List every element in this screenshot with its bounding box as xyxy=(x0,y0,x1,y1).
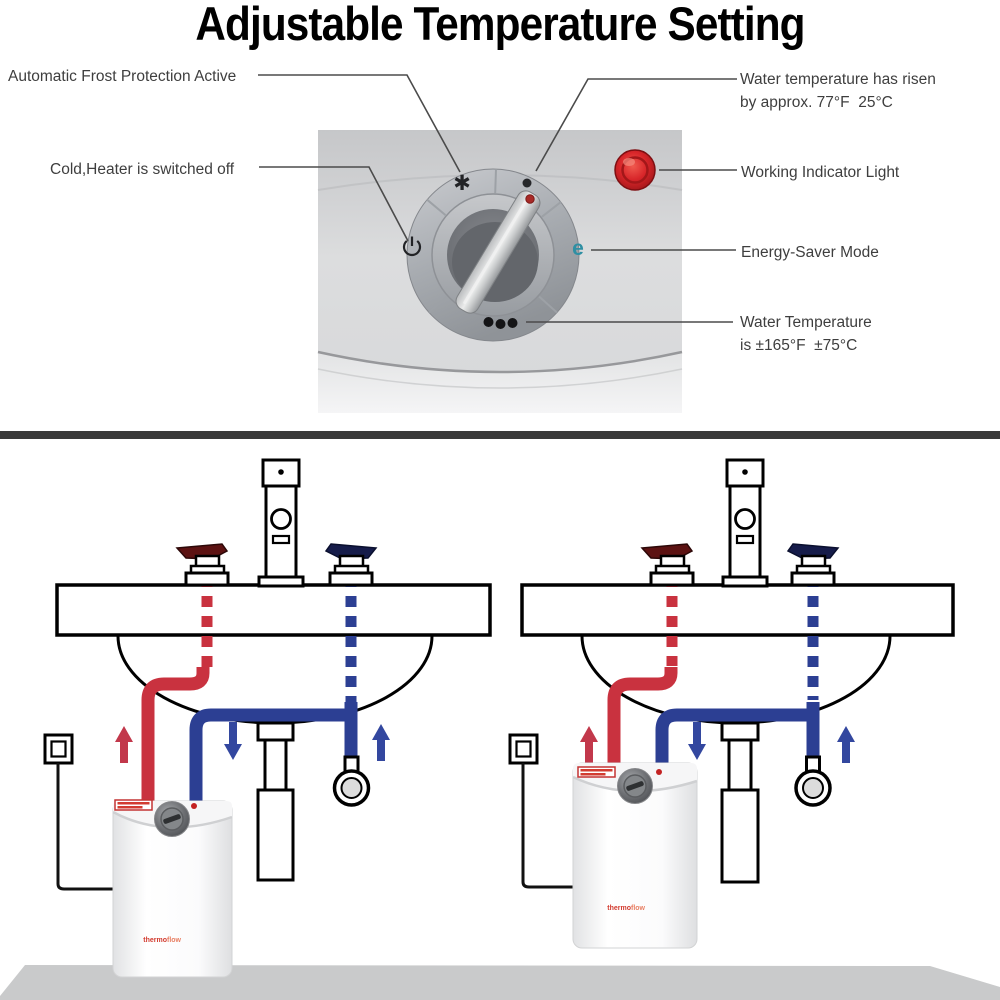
dial-knob xyxy=(455,190,541,314)
installation-diagrams: thermo flow xyxy=(0,458,1000,1000)
label-water-temperature: Water Temperature is ±165°F ±75°C xyxy=(740,311,872,357)
power-cord xyxy=(56,763,113,891)
label-water-temperature-line2: is ±165°F ±75°C xyxy=(740,337,858,354)
hot-up-arrow xyxy=(580,726,598,763)
energy-saver-icon: e xyxy=(572,237,584,260)
leader-frost xyxy=(258,74,461,173)
cold-down-arrow xyxy=(224,722,242,760)
knob-red-dot xyxy=(525,194,535,204)
cold-down-arrow xyxy=(688,722,706,760)
heater-indicator-dot xyxy=(191,803,197,809)
brand-logo: thermo flow xyxy=(607,905,645,912)
temp-risen-dot-icon xyxy=(522,178,532,188)
hot-valve xyxy=(640,543,695,587)
label-working-indicator: Working Indicator Light xyxy=(741,164,900,181)
frost-protection-icon: ✱ xyxy=(453,172,471,195)
hot-up-arrow xyxy=(115,726,133,763)
floor xyxy=(0,965,1000,1000)
water-heater: thermo flow xyxy=(112,799,233,978)
heater-dial-knob xyxy=(617,768,653,804)
power-off-icon xyxy=(402,236,422,256)
hot-valve xyxy=(175,543,230,587)
brand-logo-thermo: thermo xyxy=(607,905,631,912)
faucet xyxy=(257,458,305,588)
cold-water-pipe xyxy=(655,708,814,766)
brand-logo: thermo flow xyxy=(143,937,181,944)
label-water-temperature-line1: Water Temperature xyxy=(740,314,872,331)
page-title: Adjustable Temperature Setting xyxy=(195,0,805,50)
hot-water-pipe xyxy=(607,667,678,766)
label-frost-protection: Automatic Frost Protection Active xyxy=(8,68,237,85)
product-photo: ✱ e xyxy=(317,130,683,413)
cold-up-arrow xyxy=(372,724,390,761)
leader-risen xyxy=(535,78,737,172)
heater-cap-bottom-edge xyxy=(317,350,683,374)
shutoff-valve xyxy=(794,755,832,807)
label-energy-saver: Energy-Saver Mode xyxy=(741,244,879,261)
brand-logo-flow: flow xyxy=(631,905,646,912)
water-temperature-dots-icon xyxy=(483,317,518,329)
section-divider xyxy=(0,431,1000,439)
label-temp-risen-line1: Water temperature has risen xyxy=(740,71,936,88)
brand-logo-flow: flow xyxy=(167,937,182,944)
hot-water-pipe xyxy=(141,667,210,803)
heater-dial-knob xyxy=(154,801,190,837)
shutoff-valve xyxy=(332,755,371,807)
installation-diagram-left: thermo flow xyxy=(43,458,492,978)
power-cord xyxy=(521,763,573,889)
dial-ring-dividers xyxy=(426,169,562,314)
sink-counter xyxy=(55,583,492,637)
working-indicator-light-icon xyxy=(614,149,656,191)
leader-cold xyxy=(259,166,409,242)
drain-pipe xyxy=(256,721,295,882)
temperature-dial: ✱ e xyxy=(402,168,584,342)
power-outlet xyxy=(43,733,74,765)
power-outlet xyxy=(508,733,539,765)
cold-water-pipe xyxy=(189,708,352,803)
cold-valve xyxy=(324,543,378,587)
faucet-dot xyxy=(742,469,748,475)
label-cold-off: Cold,Heater is switched off xyxy=(50,161,235,178)
label-temp-risen: Water temperature has risen by approx. 77… xyxy=(740,68,936,114)
callout-lines xyxy=(258,74,737,323)
cold-up-arrow xyxy=(837,726,855,763)
brand-logo-thermo: thermo xyxy=(143,937,167,944)
heater-warning-label xyxy=(114,799,153,811)
installation-diagram-right: thermo flow xyxy=(508,458,955,949)
sink-counter xyxy=(520,583,955,637)
water-heater: thermo flow xyxy=(572,762,698,949)
cold-valve xyxy=(786,543,840,587)
faucet-dot xyxy=(278,469,284,475)
drain-pipe xyxy=(720,721,760,884)
heater-indicator-dot xyxy=(656,769,662,775)
heater-warning-label xyxy=(577,766,616,778)
dial-photo-panel: ✱ e xyxy=(258,74,737,413)
heater-body-seam xyxy=(317,368,683,389)
label-temp-risen-line2: by approx. 77°F 25°C xyxy=(740,94,893,111)
faucet xyxy=(721,458,769,588)
